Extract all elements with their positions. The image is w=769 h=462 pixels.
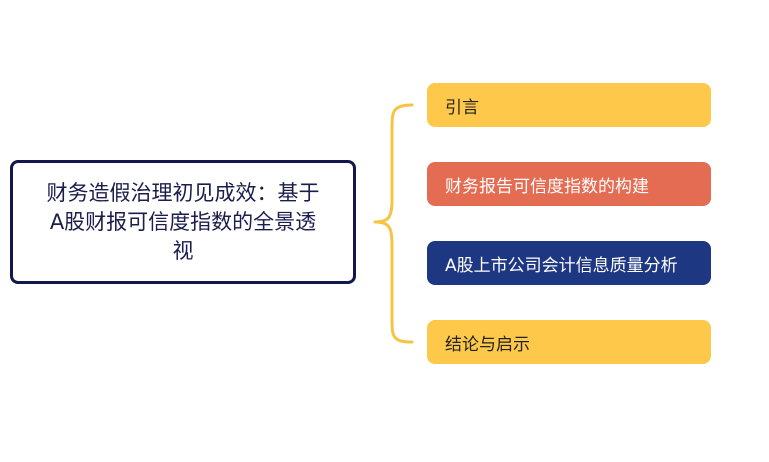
root-topic[interactable]: 财务造假治理初见成效：基于A股财报可信度指数的全景透视 (10, 160, 356, 284)
branch-introduction[interactable]: 引言 (427, 83, 711, 127)
root-topic-title: 财务造假治理初见成效：基于A股财报可信度指数的全景透视 (46, 180, 320, 263)
branch-label: 财务报告可信度指数的构建 (445, 176, 649, 197)
branch-label: 引言 (445, 97, 479, 118)
brace-path (373, 103, 414, 344)
branch-quality-analysis[interactable]: A股上市公司会计信息质量分析 (427, 241, 711, 285)
branch-index-construction[interactable]: 财务报告可信度指数的构建 (427, 162, 711, 206)
branch-label: 结论与启示 (445, 334, 530, 355)
branch-conclusion[interactable]: 结论与启示 (427, 320, 711, 364)
branch-label: A股上市公司会计信息质量分析 (445, 255, 678, 276)
